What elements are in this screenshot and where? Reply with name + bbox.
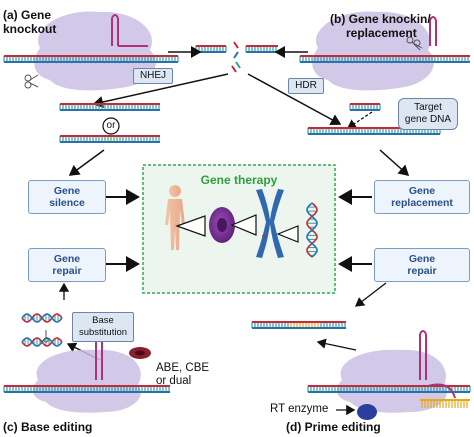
target-dna-fragment [349,103,381,111]
panel-b-title-line2: replacement [346,26,417,40]
pegrna-extension [420,383,470,408]
target-dna-line2: gene DNA [404,114,452,125]
panel-b-title: (b) Gene knockin/ replacement [330,12,431,40]
scissors-icon [43,330,49,343]
panel-a-title: (a) Gene knockout [3,8,56,36]
gene-repair-right-line2: repair [407,265,437,277]
panel-b-letter: (b) [330,12,346,26]
panel-c-title: (c) Base editing [3,420,92,434]
human-body-icon [165,185,185,250]
deaminase-line1: ABE, CBE [156,362,210,374]
dna-helix-a [3,55,179,63]
cas9-complex-d [336,330,447,413]
panel-a-letter: (a) [3,8,18,22]
target-gene-dna-box: Target gene DNA [398,98,458,130]
gene-replacement-box: Gene replacement [374,180,470,214]
nhej-dna-2 [59,135,160,143]
target-dna-line1: Target [414,102,442,113]
chromosome-icon [256,189,284,258]
or-label: or [106,120,116,131]
panel-b-title-line1: Gene knockin/ [348,12,431,26]
broken-fragments [231,41,241,73]
cas9-complex-a [34,11,156,91]
gene-silence-line1: Gene [53,185,81,197]
helix-c1 [21,313,63,323]
helix-c2 [21,337,63,347]
dna-icon [306,202,318,258]
gene-therapy-title: Gene therapy [200,173,278,187]
gene-repair-left-line2: repair [52,265,82,277]
scissors-icon [406,36,423,51]
rt-enzyme-label: RT enzyme [270,403,329,415]
panel-d-title-text: Prime editing [304,420,381,434]
deaminase-label: ABE, CBE or dual [156,362,209,388]
gene-replacement-line1: Gene [408,185,436,197]
panel-c-title-text: Base editing [21,420,93,434]
cas9-complex-b [312,11,437,91]
dna-helix-b [299,55,470,63]
gene-repair-right-line1: Gene [408,253,436,265]
gene-repair-right-box: Gene repair [374,248,470,282]
nhej-dna-1 [59,103,160,111]
rt-enzyme-icon [357,404,377,420]
base-substitution-line1: Base [92,315,114,326]
gene-repair-left-line1: Gene [53,253,81,265]
panel-a-title-line1: Gene [21,8,52,22]
edited-dna-d [251,321,346,329]
panel-d-letter: (d) [286,420,302,434]
scissors-icon [24,74,39,89]
gene-repair-left-box: Gene repair [28,248,106,282]
hdr-label: HDR [288,78,324,94]
gene-silence-line2: silence [49,197,85,209]
panel-a-title-line2: knockout [3,22,57,36]
deaminase-line2: or dual [156,375,192,387]
gene-silence-box: Gene silence [28,180,106,214]
dna-helix-d [307,385,471,393]
panel-d-title: (d) Prime editing [286,420,381,434]
hdr-dna [307,127,441,135]
dna-helix-c [3,385,170,393]
gene-replacement-line2: replacement [391,197,453,209]
nhej-label: NHEJ [133,68,173,84]
base-substitution-box: Base substitution [72,312,134,342]
triangle-lens-icon [276,225,299,243]
triangle-lens-icon [230,214,257,236]
triangle-lens-icon [175,215,206,237]
panel-c-letter: (c) [3,420,18,434]
base-substitution-line2: substitution [78,327,128,338]
